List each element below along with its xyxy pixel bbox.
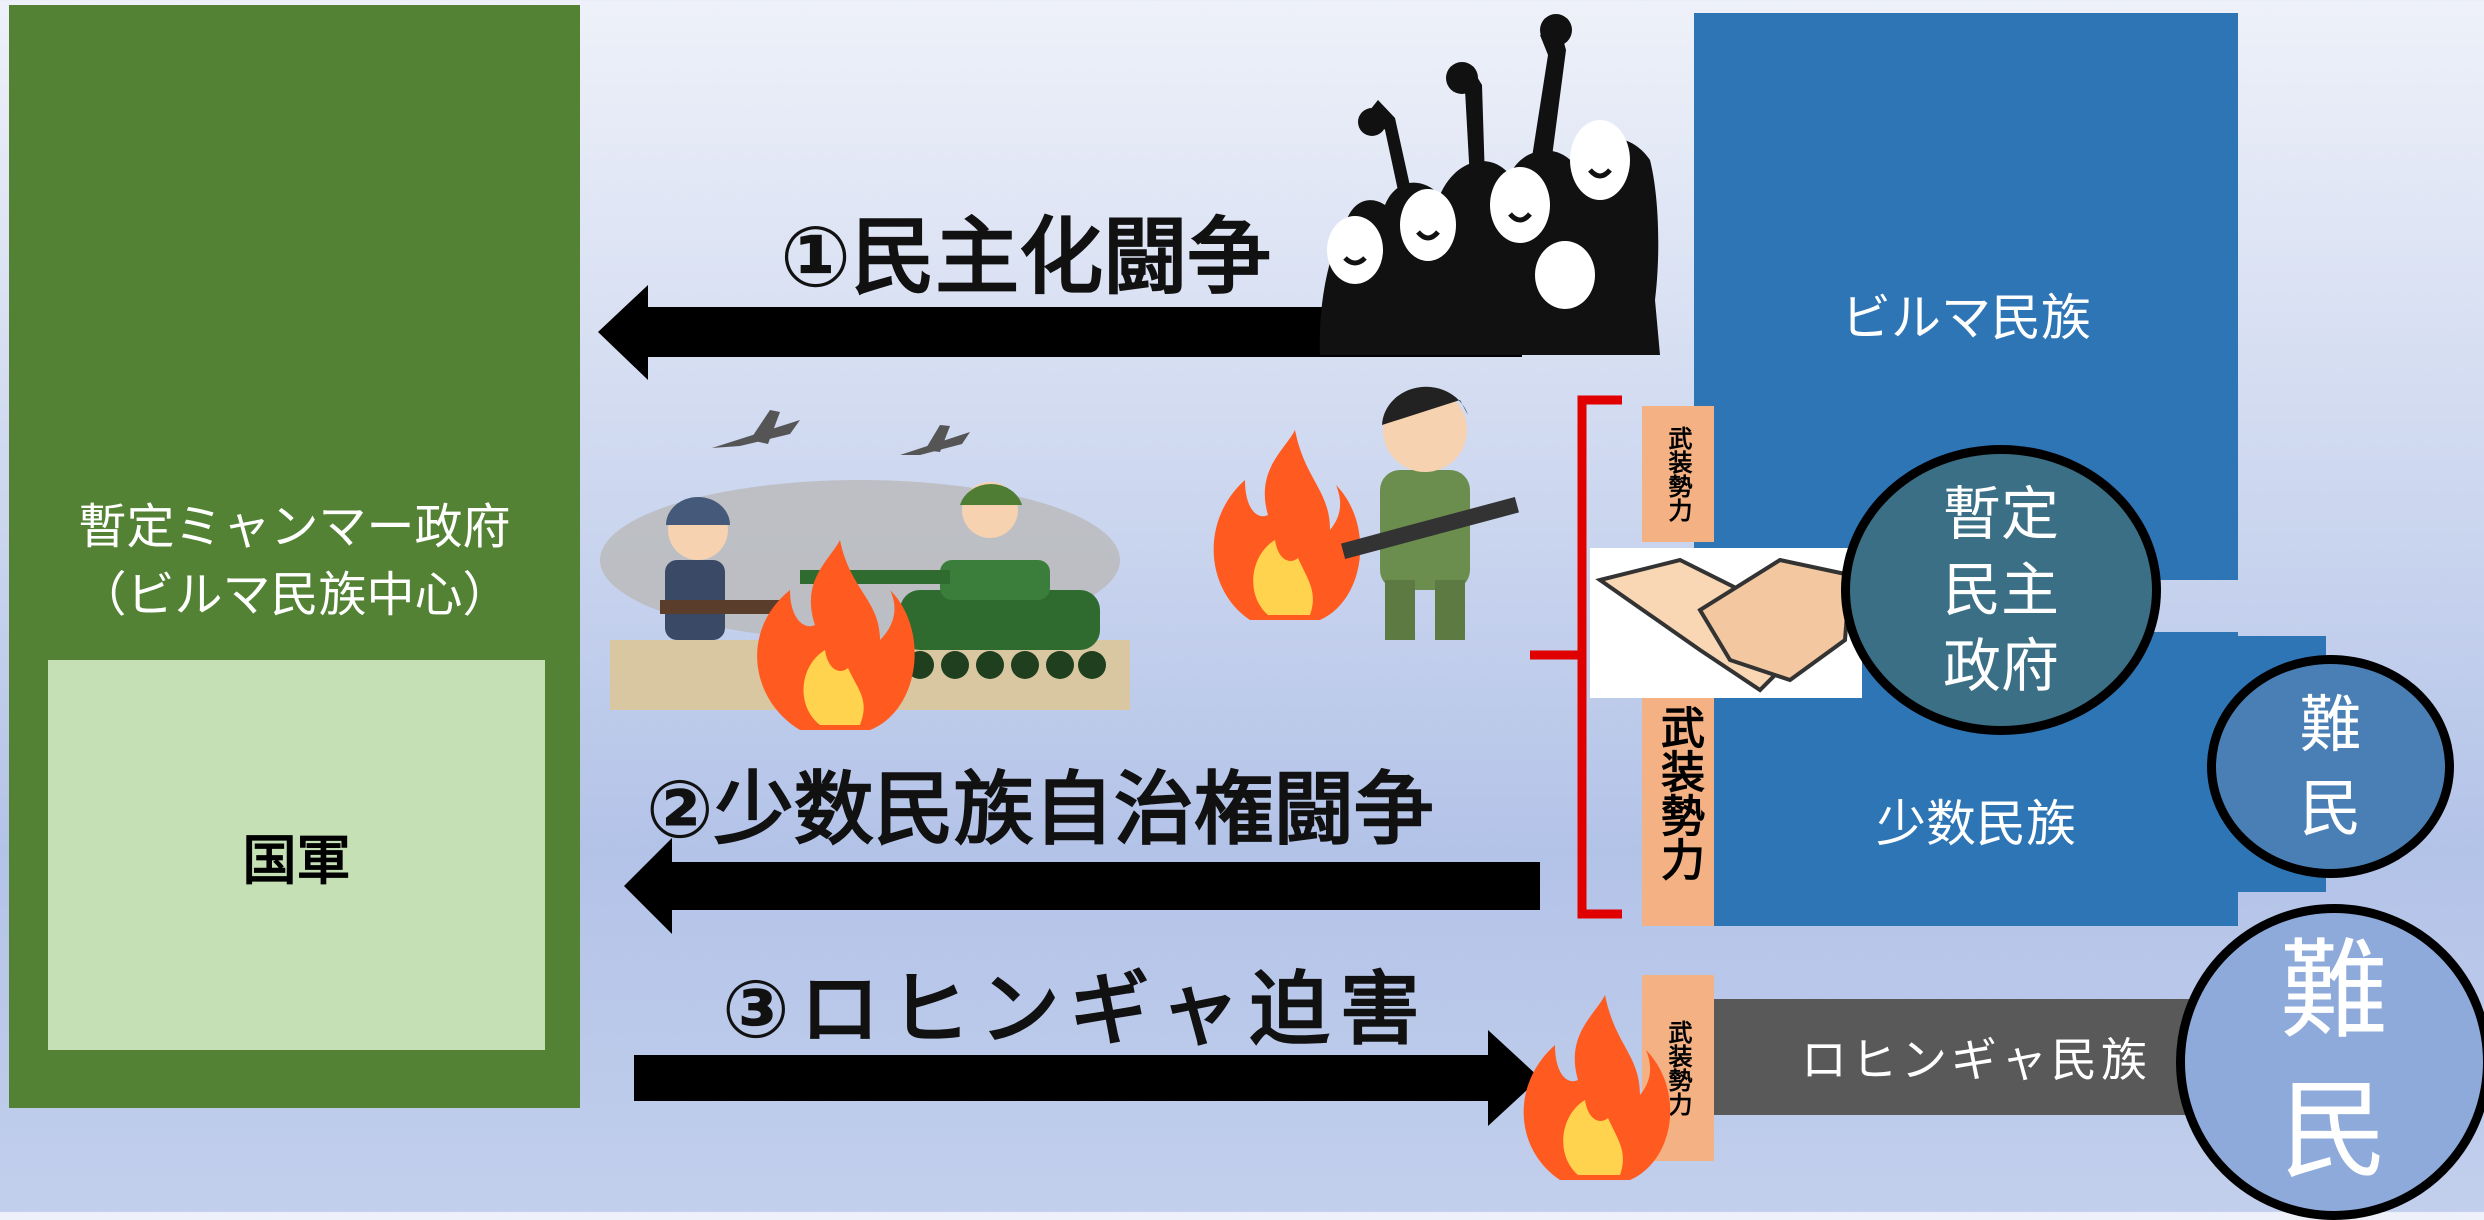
refugee-small-line2: 民 (2299, 771, 2362, 845)
refugee-large-line1: 難 (2279, 929, 2388, 1054)
national-army-box: 国軍 (48, 660, 545, 1050)
armed-force-label-top: 武装勢力 (1664, 426, 1692, 522)
rohingya-persecution-heading: ③ロヒンギャ迫害 (722, 963, 1430, 1056)
battle-scene (600, 410, 1130, 710)
armed-force-tag-top: 武装勢力 (1642, 406, 1714, 542)
refugee-circle-small: 難 民 (2207, 655, 2454, 878)
arrow-minority-struggle (624, 838, 1540, 934)
interim-gov-line2: 民主 (1942, 556, 2059, 624)
government-title-line2: （ビルマ民族中心） (78, 567, 511, 623)
armed-force-label-minority: 武装勢力 (1653, 705, 1704, 881)
army-label: 国軍 (242, 828, 351, 892)
fighter-jet-icon (712, 410, 970, 455)
arrow-rohingya-persecution (634, 1030, 1540, 1126)
rohingya-ethnic-box: ロヒンギャ民族 (1714, 999, 2238, 1115)
burma-label: ビルマ民族 (1841, 289, 2091, 347)
fire-icon (1213, 430, 1361, 620)
refugee-circle-large: 難 民 (2176, 904, 2484, 1220)
rohingya-label: ロヒンギャ民族 (1801, 1033, 2151, 1087)
refugee-large-line2: 民 (2279, 1069, 2388, 1194)
interim-gov-line3: 政府 (1942, 632, 2059, 700)
interim-democratic-government-circle: 暫定 民主 政府 (1841, 445, 2161, 735)
government-title-line1: 暫定ミャンマー政府 (78, 499, 511, 555)
interim-gov-line1: 暫定 (1942, 480, 2059, 548)
handshake-icon (1590, 548, 1862, 698)
minority-label: 少数民族 (1876, 795, 2076, 853)
government-title: 暫定ミャンマー政府 （ビルマ民族中心） (9, 493, 580, 629)
refugee-small-line1: 難 (2299, 687, 2362, 761)
armed-force-tag-minority: 武装勢力 (1642, 660, 1714, 926)
democracy-struggle-heading: ①民主化闘争 (780, 208, 1272, 306)
fire-icon (757, 540, 915, 730)
fire-icon (1523, 995, 1671, 1180)
armed-forces-bracket (1530, 395, 1622, 919)
protest-crowd-icon (1319, 14, 1660, 355)
soldier-icon (660, 497, 780, 640)
armed-soldier-icon (1340, 386, 1520, 640)
minority-autonomy-struggle-heading: ②少数民族自治権闘争 (646, 763, 1434, 856)
